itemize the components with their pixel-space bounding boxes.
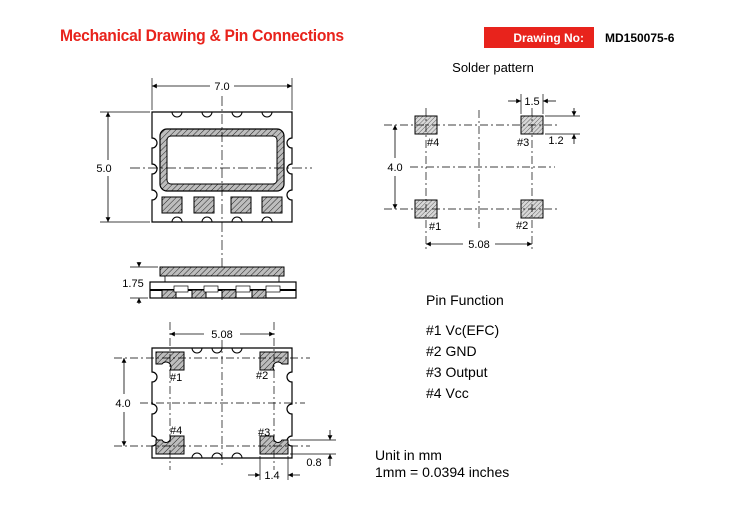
top-height-dim: 5.0 xyxy=(96,163,111,175)
solder-pattern-title: Solder pattern xyxy=(452,60,534,75)
pin-function-item-2: #2 GND xyxy=(426,343,477,359)
drawing-no-value: MD150075-6 xyxy=(605,30,675,45)
pin-function-item-3: #3 Output xyxy=(426,364,488,380)
solder-pad-width-dim: 1.5 xyxy=(524,96,539,108)
bottom-pin-3-label: #3 xyxy=(258,427,270,439)
top-width-dim: 7.0 xyxy=(214,81,229,93)
solder-row-dim: 4.0 xyxy=(387,162,402,174)
side-height-dim: 1.75 xyxy=(122,278,143,290)
solder-pattern: Solder pattern #4 #3 #1 #2 1.5 1.2 4.0 xyxy=(384,60,580,251)
bottom-pad-height-dim: 0.8 xyxy=(306,457,321,469)
units-line-1: Unit in mm xyxy=(375,447,442,463)
solder-pin-3-label: #3 xyxy=(517,137,529,149)
drawing-no-label: Drawing No: xyxy=(484,27,594,48)
bottom-pin-4-label: #4 xyxy=(170,425,182,437)
bottom-pad-width-dim: 1.4 xyxy=(264,470,279,482)
bottom-pitch-dim: 5.08 xyxy=(211,329,232,341)
units-line-2: 1mm = 0.0394 inches xyxy=(375,464,510,480)
bottom-row-dim: 4.0 xyxy=(115,398,130,410)
bottom-pin-2-label: #2 xyxy=(256,370,268,382)
bottom-pin-1-label: #1 xyxy=(170,372,182,384)
solder-pin-4-label: #4 xyxy=(427,137,439,149)
solder-pad-height-dim: 1.2 xyxy=(548,135,563,147)
solder-pin-2-label: #2 xyxy=(516,220,528,232)
bottom-view: #1 #2 #3 #4 5.08 4.0 1.4 0.8 xyxy=(114,322,336,482)
drawing-title: Mechanical Drawing & Pin Connections xyxy=(60,26,344,45)
pin-function-item-1: #1 Vc(EFC) xyxy=(426,322,500,338)
solder-pin-1-label: #1 xyxy=(429,221,441,233)
pin-function-title: Pin Function xyxy=(426,292,504,308)
side-view: 1.75 xyxy=(122,262,297,304)
pin-function-item-4: #4 Vcc xyxy=(426,385,469,401)
solder-pitch-dim: 5.08 xyxy=(468,239,489,251)
top-view: 7.0 5.0 xyxy=(96,78,312,300)
